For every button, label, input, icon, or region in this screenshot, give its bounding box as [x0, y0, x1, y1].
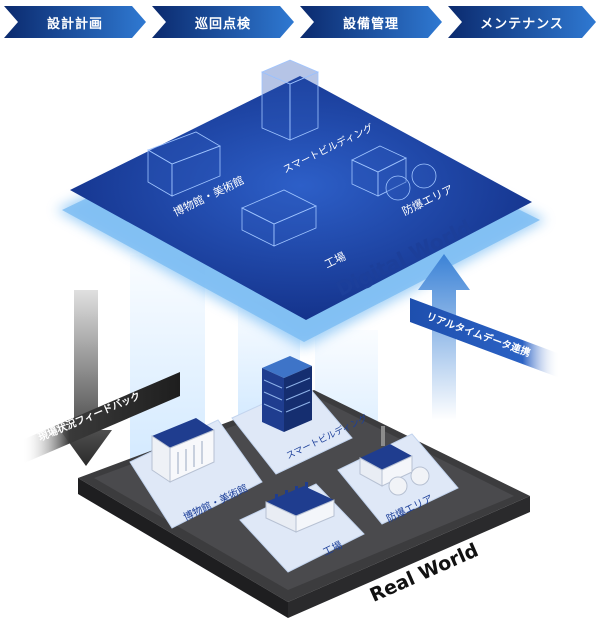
tab-label: 巡回点検 [194, 16, 251, 32]
plant-building [359, 426, 430, 496]
digital-wireframes [147, 59, 437, 247]
smart-building [262, 356, 312, 432]
feedback-arrow [22, 290, 180, 466]
tab-label: 設備管理 [342, 16, 399, 32]
tab-maintenance[interactable]: メンテナンス [448, 6, 596, 38]
tab-facility-management[interactable]: 設備管理 [300, 6, 442, 38]
tab-design-planning[interactable]: 設計計画 [4, 6, 146, 38]
realtime-arrow [410, 254, 560, 420]
process-tabs: 設計計画 巡回点検 設備管理 メンテナンス [0, 0, 600, 44]
tab-label: メンテナンス [480, 16, 564, 32]
tab-patrol-inspection[interactable]: 巡回点検 [152, 6, 294, 38]
factory-building [265, 482, 335, 533]
museum-building [151, 418, 215, 483]
tab-label: 設計計画 [46, 16, 103, 32]
